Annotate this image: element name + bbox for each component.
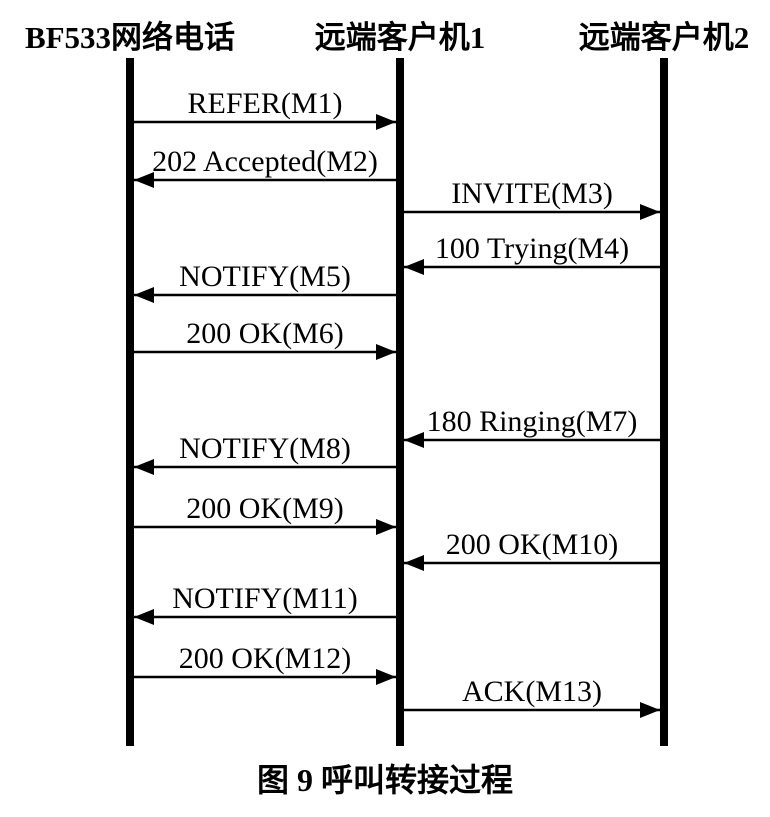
- message-label-12: 200 OK(M12): [179, 642, 352, 675]
- message-label-10: 200 OK(M10): [446, 528, 619, 561]
- figure-caption: 图 9 呼叫转接过程: [256, 762, 513, 798]
- message-label-7: 180 Ringing(M7): [427, 405, 638, 438]
- lifeline-header-remote-client-2: 远端客户机2: [578, 20, 750, 55]
- lifeline-header-bf533-phone: BF533网络电话: [24, 20, 236, 55]
- message-label-5: NOTIFY(M5): [179, 260, 351, 293]
- message-label-2: 202 Accepted(M2): [152, 145, 378, 178]
- message-label-8: NOTIFY(M8): [179, 432, 351, 465]
- message-label-13: ACK(M13): [462, 675, 602, 708]
- message-label-3: INVITE(M3): [451, 177, 613, 210]
- message-label-6: 200 OK(M6): [186, 317, 344, 350]
- message-label-4: 100 Trying(M4): [435, 232, 629, 265]
- message-label-9: 200 OK(M9): [186, 492, 344, 525]
- lifeline-header-remote-client-1: 远端客户机1: [314, 20, 486, 55]
- message-label-1: REFER(M1): [187, 87, 342, 120]
- message-label-11: NOTIFY(M11): [172, 582, 358, 615]
